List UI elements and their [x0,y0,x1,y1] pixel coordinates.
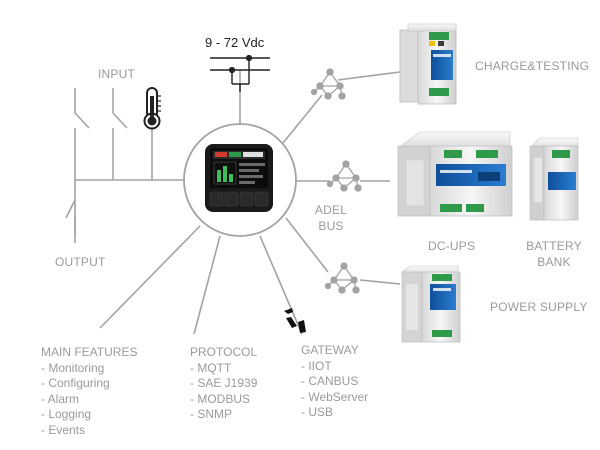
input-label: INPUT [98,67,135,81]
dc-ups-label: DC-UPS [428,239,476,253]
power-supply-device[interactable] [401,265,461,343]
connection-lines [74,70,401,335]
network-node-icon [324,262,360,294]
battery-bank-device[interactable] [529,137,579,221]
controller-display[interactable] [205,144,273,212]
protocol-block: PROTOCOL - MQTT - SAE J1939 - MODBUS - S… [190,345,257,423]
protocol-item: - MODBUS [190,391,250,406]
network-node-icon [310,68,346,100]
switch-contact-icon [65,112,128,219]
adel-bus-line2: BUS [318,219,344,233]
charge-testing-device[interactable] [399,23,457,105]
main-features-item: - Monitoring [41,360,105,375]
main-features-title: MAIN FEATURES [41,345,138,359]
battery-bank-label: BATTERY BANK [526,238,582,270]
dc-ups-device[interactable] [397,131,513,217]
network-node-icon [326,160,362,192]
output-label: OUTPUT [55,255,106,269]
protocol-title: PROTOCOL [190,345,258,359]
power-supply-label: POWER SUPPLY [490,300,588,314]
main-features-item: - Logging [41,407,92,421]
main-features-item: - Alarm [41,391,80,406]
protocol-item: - SNMP [190,407,232,421]
gateway-block: GATEWAY - IIOT - CANBUS - WebServer - US… [301,343,368,421]
supply-voltage-label: 9 - 72 Vdc [205,35,265,50]
gateway-title: GATEWAY [301,343,359,357]
battery-bank-line1: BATTERY [526,239,582,253]
main-features-item: - Events [41,422,86,437]
gateway-item: - USB [301,405,334,419]
main-features-item: - Configuring [41,376,110,390]
battery-bank-line2: BANK [537,255,571,269]
gateway-item: - CANBUS [301,374,359,388]
main-features-block: MAIN FEATURES - Monitoring - Configuring… [41,345,137,438]
charge-testing-label: CHARGE&TESTING [475,59,590,73]
gateway-logo-icon [284,308,306,333]
protocol-item: - SAE J1939 [190,376,258,390]
supply-symbol [210,54,270,92]
protocol-item: - MQTT [190,360,232,375]
gateway-item: - WebServer [301,389,369,404]
adel-bus-line1: ADEL [314,203,348,217]
thermometer-icon [143,87,161,130]
adel-bus-label: ADEL BUS [314,202,348,234]
gateway-item: - IIOT [301,358,332,373]
